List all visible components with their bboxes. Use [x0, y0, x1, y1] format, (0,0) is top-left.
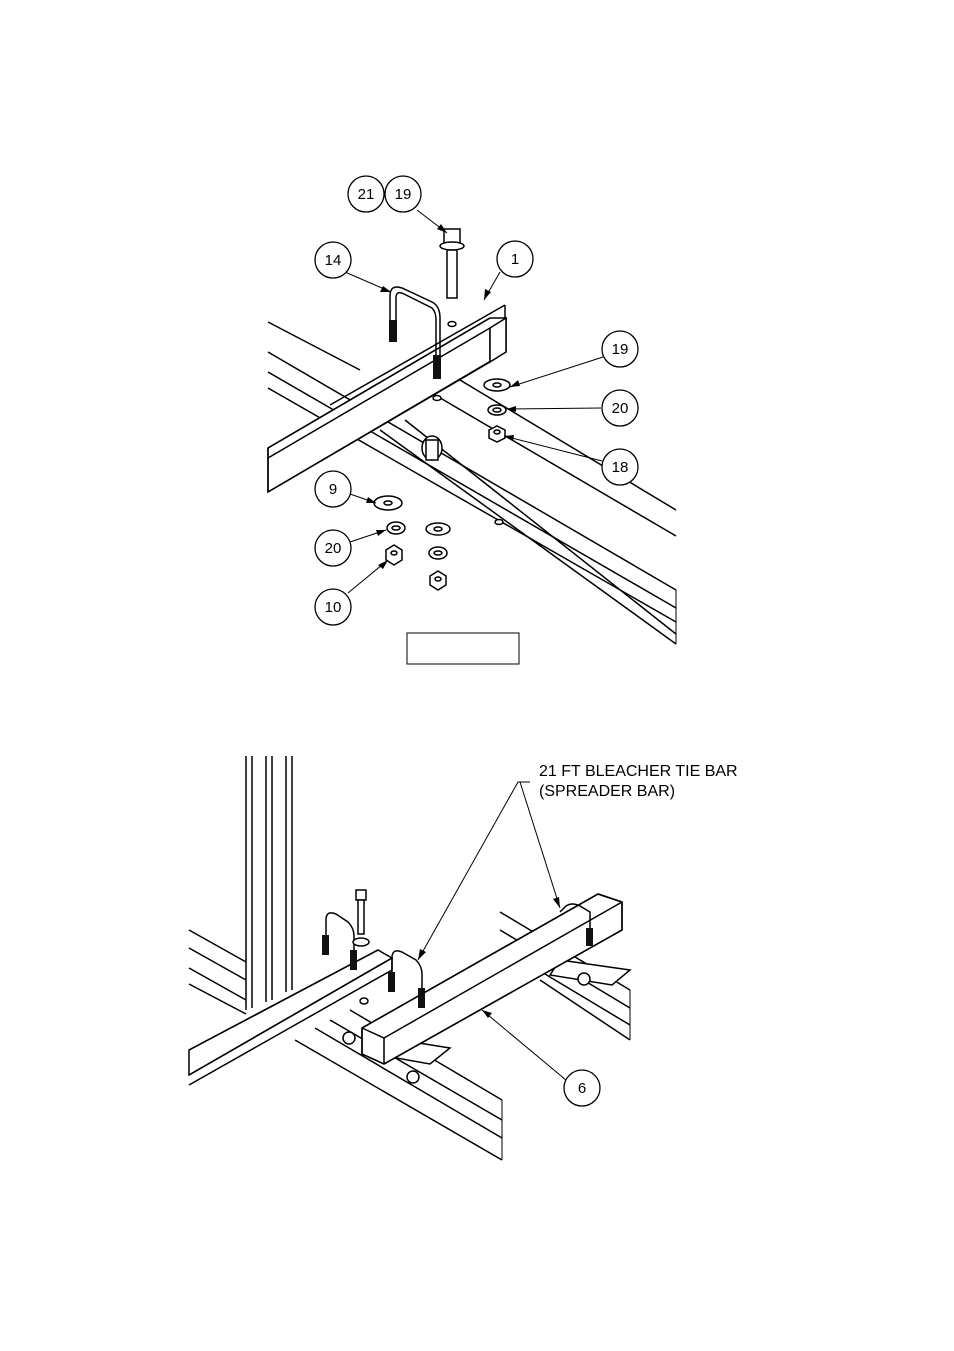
figure-2: 21 FT BLEACHER TIE BAR (SPREADER BAR) 6 — [188, 756, 738, 1161]
spreader-bar — [361, 893, 623, 1065]
callout-14: 14 — [314, 241, 352, 279]
vertical-post — [245, 756, 293, 1010]
callout-14-label: 14 — [325, 252, 342, 269]
callout-1: 1 — [496, 240, 534, 278]
square-tube-2 — [188, 949, 394, 1086]
callout-19-washer: 19 — [601, 330, 639, 368]
hardware-right — [483, 378, 511, 443]
note-line-2: (SPREADER BAR) — [539, 783, 675, 800]
callout-10: 10 — [314, 588, 352, 626]
callout-10-label: 10 — [325, 599, 342, 616]
callout-21-label: 21 — [358, 186, 375, 203]
callout-9-label: 9 — [329, 481, 337, 498]
callout-20-left: 20 — [314, 529, 352, 567]
callout-18: 18 — [601, 448, 639, 486]
hex-bolt — [439, 228, 465, 299]
callout-19-bolt-label: 19 — [395, 186, 412, 203]
hex-bolt-fig2 — [352, 889, 370, 947]
callout-20-right: 20 — [601, 389, 639, 427]
spreader-bar-note: 21 FT BLEACHER TIE BAR (SPREADER BAR) — [539, 763, 738, 800]
u-bolts-fig2 — [322, 903, 593, 1008]
note-line-1: 21 FT BLEACHER TIE BAR — [539, 763, 738, 780]
callout-9: 9 — [314, 470, 352, 508]
callout-19-bolt: 19 — [384, 175, 422, 213]
callout-1-label: 1 — [511, 251, 519, 268]
callout-18-label: 18 — [612, 459, 629, 476]
caption-box — [406, 632, 520, 665]
callout-20-left-label: 20 — [325, 540, 342, 557]
carriage-bolt-head — [421, 435, 443, 461]
figure-1: 21 19 14 1 19 20 18 9 — [267, 175, 677, 665]
callout-20-right-label: 20 — [612, 400, 629, 417]
square-tube-1 — [267, 304, 507, 494]
callout-19-washer-label: 19 — [612, 341, 629, 358]
callout-6: 6 — [563, 1069, 601, 1107]
callout-6-label: 6 — [578, 1080, 586, 1097]
leaders-fig1 — [344, 209, 604, 594]
leaders-fig2 — [417, 781, 567, 1081]
callout-21: 21 — [347, 175, 385, 213]
hardware-left — [373, 495, 451, 591]
